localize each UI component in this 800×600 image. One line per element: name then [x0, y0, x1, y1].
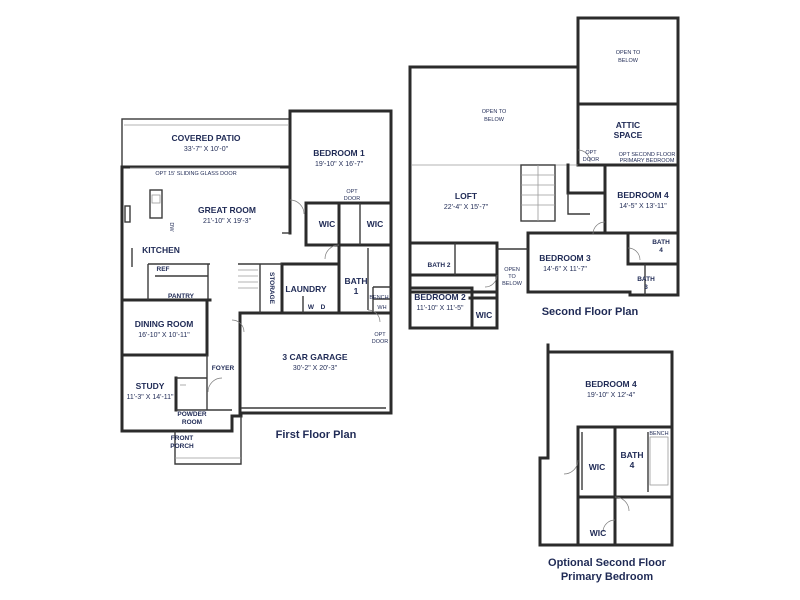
dining-room-label: DINING ROOM [135, 319, 194, 329]
ref-label: REF [157, 266, 170, 273]
great-room-label: GREAT ROOM [198, 205, 256, 215]
loft-label: LOFT [455, 191, 478, 201]
opt-door-2f-2: DOOR [583, 157, 600, 163]
opt-bath4-label-1: BATH [621, 450, 644, 460]
powder-room-label-1: POWDER [177, 411, 207, 418]
garage-opt-door-label-2: DOOR [372, 339, 389, 345]
washer-label: W [308, 304, 315, 311]
open-to-below-stair-3: BELOW [502, 281, 523, 287]
garage-label: 3 CAR GARAGE [282, 352, 348, 362]
open-to-below-main-2: BELOW [484, 117, 505, 123]
bedroom1-dim: 19'-10" X 16'-7" [315, 161, 364, 168]
opt-wic-label-2: WIC [590, 528, 607, 538]
second-floor-title: Second Floor Plan [542, 306, 639, 318]
opt-door-2f-1: OPT [585, 150, 597, 156]
first-floor-title: First Floor Plan [276, 429, 357, 441]
study-label: STUDY [136, 381, 165, 391]
bath3-label-2: 3 [644, 284, 648, 291]
dining-room-dim: 16'-10" X 10'-11" [138, 332, 190, 339]
bath1-label-1: BATH [345, 276, 368, 286]
dw-label: DW [168, 222, 174, 232]
opt-bath4-label-2: 4 [630, 460, 635, 470]
bedroom1-label: BEDROOM 1 [313, 148, 365, 158]
optional-title-line1: Optional Second Floor [548, 557, 667, 569]
front-porch-label-2: PORCH [170, 443, 194, 450]
opt-bedroom4-dim: 19'-10" X 12'-4" [587, 392, 636, 399]
sliding-door-label: OPT 15' SLIDING GLASS DOOR [155, 171, 236, 177]
opt-note-1: OPT SECOND FLOOR [619, 152, 676, 158]
wic-label-2: WIC [367, 219, 384, 229]
second-floor-plan [408, 16, 680, 330]
garage-dim: 30'-2" X 20'-3" [293, 365, 338, 372]
bath4-label-2: 4 [659, 247, 663, 254]
bath4-label-1: BATH [652, 239, 670, 246]
bath1-label-2: 1 [354, 286, 359, 296]
bath3-label-1: BATH [637, 276, 655, 283]
optional-primary-plan [538, 343, 674, 547]
opt-door-label-1: OPT [346, 189, 358, 195]
wic-label-1: WIC [319, 219, 336, 229]
powder-room-label-2: ROOM [182, 419, 202, 426]
bedroom2-wic-label: WIC [476, 310, 493, 320]
first-floor-plan [120, 109, 393, 465]
wh-label: WH [377, 305, 386, 311]
front-porch-label-1: FRONT [171, 435, 193, 442]
garage-opt-door-label-1: OPT [374, 332, 386, 338]
laundry-label: LAUNDRY [285, 284, 327, 294]
foyer-label: FOYER [212, 365, 235, 372]
opt-note-2: PRIMARY BEDROOM [620, 158, 675, 164]
open-to-below-top-1: OPEN TO [616, 50, 641, 56]
bath2-label: BATH 2 [428, 262, 451, 269]
storage-label: STORAGE [268, 272, 275, 305]
bedroom4-label: BEDROOM 4 [617, 190, 669, 200]
bedroom2-label: BEDROOM 2 [414, 292, 466, 302]
bedroom4-dim: 14'-5" X 13'-11" [619, 203, 667, 210]
open-to-below-stair-1: OPEN [504, 267, 520, 273]
optional-title-line2: Primary Bedroom [561, 571, 654, 583]
bench-label: BENCH [369, 295, 388, 301]
attic-label-2: SPACE [614, 130, 643, 140]
opt-wic-label-1: WIC [589, 462, 606, 472]
covered-patio-outline [121, 118, 291, 168]
pantry-label: PANTRY [168, 293, 195, 300]
bedroom3-label: BEDROOM 3 [539, 253, 591, 263]
open-to-below-stair-2: TO [508, 274, 516, 280]
bedroom2-dim: 11'-10" X 11'-5" [416, 305, 464, 312]
kitchen-label: KITCHEN [142, 245, 180, 255]
opt-bedroom4-label: BEDROOM 4 [585, 379, 637, 389]
great-room-dim: 21'-10" X 19'-3" [203, 218, 252, 225]
covered-patio-dim: 33'-7" X 10'-0" [184, 146, 229, 153]
loft-dim: 22'-4" X 15'-7" [444, 204, 489, 211]
bedroom3-dim: 14'-6" X 11'-7" [543, 266, 587, 273]
open-to-below-main-1: OPEN TO [482, 109, 507, 115]
dryer-label: D [321, 304, 326, 311]
covered-patio-label: COVERED PATIO [171, 133, 240, 143]
opt-door-label-2: DOOR [344, 196, 361, 202]
opt-bench-label: BENCH [649, 431, 668, 437]
attic-label-1: ATTIC [616, 120, 640, 130]
open-to-below-top-2: BELOW [618, 58, 639, 64]
study-dim: 11'-3" X 14'-11" [126, 394, 174, 401]
